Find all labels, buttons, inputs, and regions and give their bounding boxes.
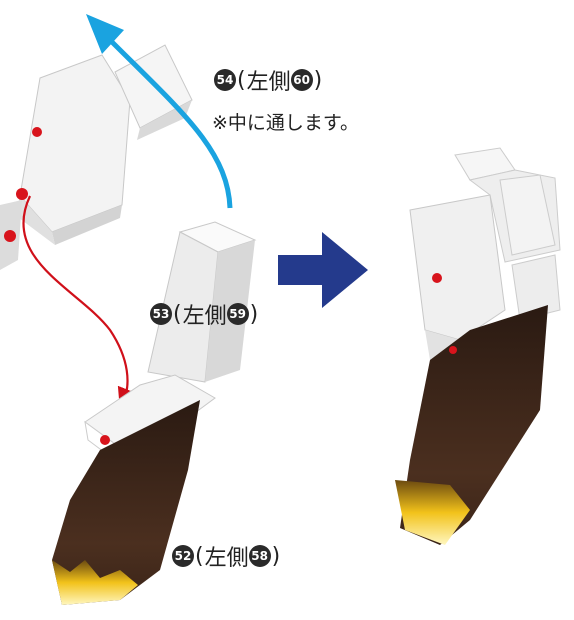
side-text: 左側 xyxy=(182,304,227,329)
part-53-label: 53 ( 左側 59 ) xyxy=(150,298,259,330)
side-text: 左側 xyxy=(246,70,291,95)
red-dot-icon xyxy=(432,273,442,283)
upper-piece-left xyxy=(0,44,193,270)
blue-guide-arrow xyxy=(86,14,233,209)
paren-open: ( xyxy=(173,301,182,327)
red-dot-icon xyxy=(16,188,28,200)
part-number-badge: 52 xyxy=(172,545,194,567)
part-54-label: 54 ( 左側 60 ) xyxy=(214,64,323,96)
paren-open: ( xyxy=(195,543,204,569)
part-number-badge: 60 xyxy=(290,69,313,91)
part-number-badge: 59 xyxy=(226,303,249,325)
red-dot-icon xyxy=(449,346,457,354)
red-guide-arrow xyxy=(22,195,139,411)
paren-open: ( xyxy=(237,67,246,93)
red-dot-icon xyxy=(32,127,42,137)
side-text: 左側 xyxy=(204,546,249,571)
lower-piece-fur xyxy=(52,374,216,605)
part-number-badge: 54 xyxy=(214,69,236,91)
part-52-label: 52 ( 左側 58 ) xyxy=(172,540,281,572)
paren-close: ) xyxy=(313,67,323,93)
insert-note: ※中に通します。 xyxy=(212,112,360,134)
paren-close: ) xyxy=(249,301,259,327)
part-number-badge: 53 xyxy=(150,303,172,325)
step-arrow-icon xyxy=(278,232,368,308)
part-number-badge: 58 xyxy=(248,545,271,567)
red-dot-icon xyxy=(100,435,110,445)
paren-close: ) xyxy=(271,543,281,569)
red-dot-icon xyxy=(4,230,16,242)
assembled-result xyxy=(395,147,561,545)
